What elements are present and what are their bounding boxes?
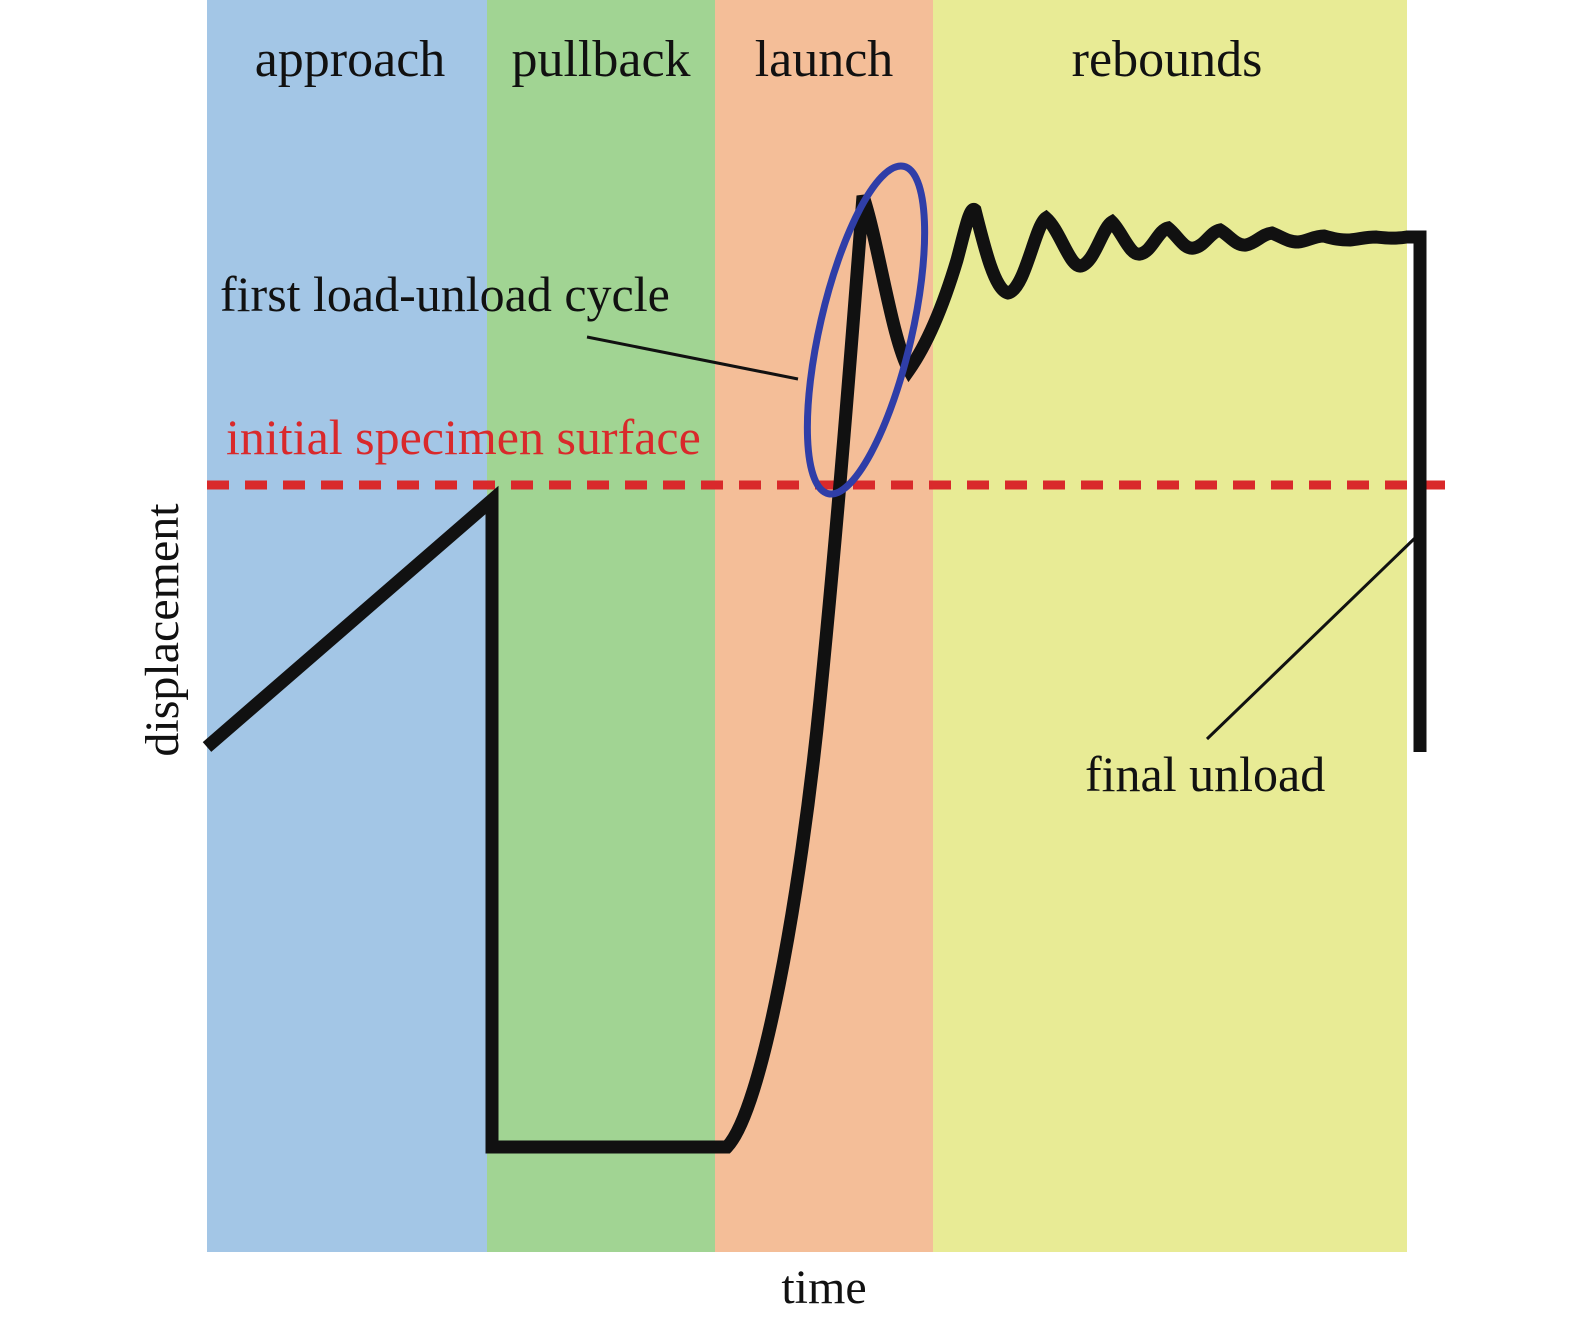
annotation-final-unload: final unload [1085,746,1325,802]
phase-band-rebounds [933,0,1407,1252]
phase-label-launch: launch [755,31,894,88]
x-axis-label: time [781,1261,866,1314]
phase-label-pullback: pullback [511,31,690,88]
phase-bands [207,0,1407,1252]
phase-label-approach: approach [255,31,446,88]
phase-band-pullback [487,0,715,1252]
first-cycle-ellipse [803,162,929,498]
annotation-first-cycle: first load-unload cycle [220,266,670,322]
phase-labels: approach pullback launch rebounds [255,31,1263,88]
phase-label-rebounds: rebounds [1072,31,1263,88]
cycle-leader-line [586,335,799,381]
final-unload-leader-line [1205,536,1417,741]
y-axis-label: displacement [136,503,189,757]
displacement-curve [202,193,1427,1154]
annotation-initial-surface: initial specimen surface [226,409,701,465]
